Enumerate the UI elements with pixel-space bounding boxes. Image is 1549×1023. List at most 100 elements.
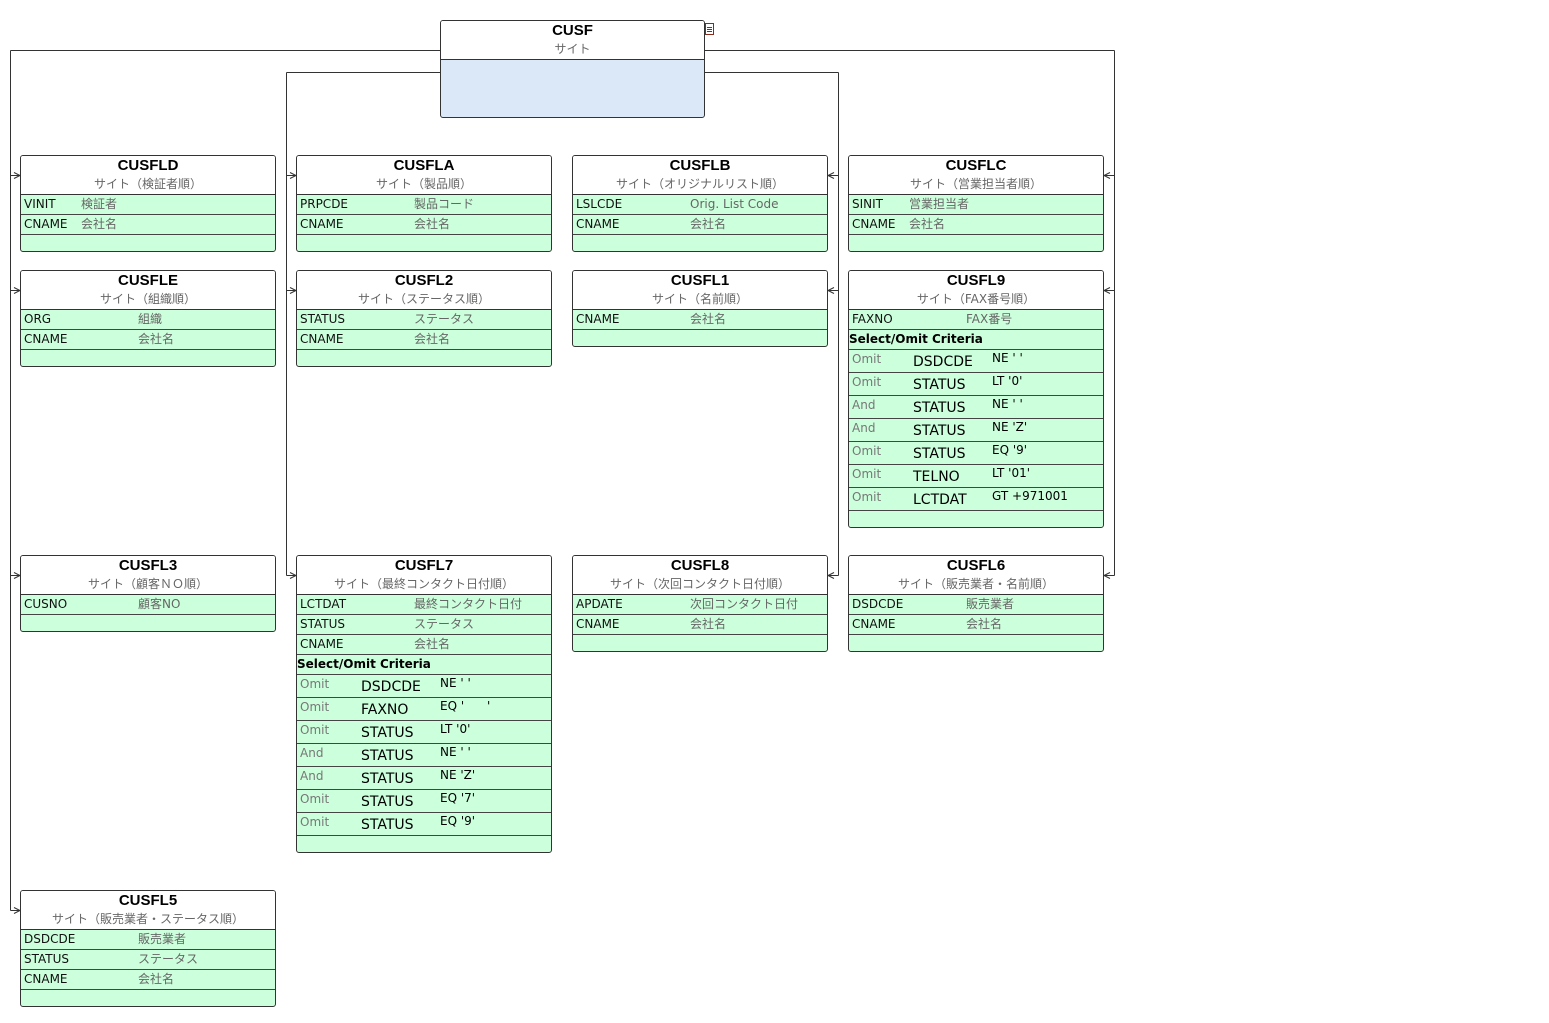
table-description: サイト（FAX番号順）: [916, 292, 1036, 306]
arrow-head-icon: [826, 172, 835, 179]
field-name: CNAME: [576, 217, 620, 231]
field-description: 最終コンタクト日付: [414, 597, 523, 611]
field-name: SINIT: [852, 197, 884, 211]
field-name: STATUS: [24, 952, 70, 966]
field-name: FAXNO: [852, 312, 893, 326]
table-name: CUSFLB: [669, 157, 731, 174]
field-description: 会社名: [966, 617, 1003, 631]
field-name: PRPCDE: [300, 197, 349, 211]
field-row[interactable]: DSDCDE 販売業者: [849, 595, 1103, 615]
table-description: サイト: [554, 42, 591, 56]
select-omit-header: Select/Omit Criteria: [297, 655, 551, 675]
field-description: 会社名: [414, 637, 451, 651]
field-name: ORG: [24, 312, 52, 326]
criteria-comparison: NE ' ': [440, 745, 471, 759]
select-omit-header: Select/Omit Criteria: [849, 330, 1103, 350]
field-name: LSLCDE: [576, 197, 623, 211]
field-name: CNAME: [576, 312, 620, 326]
arrow-head-icon: [826, 287, 835, 294]
field-description: 販売業者: [966, 597, 1015, 611]
physical-file-cusf[interactable]: CUSF サイト: [440, 20, 705, 118]
criteria-comparison: NE 'Z': [992, 420, 1028, 434]
table-name: CUSFL7: [394, 557, 454, 574]
table-name: CUSFL2: [394, 272, 454, 289]
criteria-operator: Omit: [852, 352, 882, 366]
table-name: CUSFLC: [945, 157, 1007, 174]
field-description: 会社名: [138, 972, 175, 986]
criteria-comparison: EQ ' ': [440, 699, 491, 713]
criteria-field: STATUS: [913, 377, 966, 393]
criteria-comparison: GT +971001: [992, 489, 1068, 503]
field-name: DSDCDE: [852, 597, 904, 611]
field-name: CNAME: [852, 217, 896, 231]
criteria-field: STATUS: [913, 423, 966, 439]
field-name: CNAME: [576, 617, 620, 631]
field-name: CNAME: [24, 332, 68, 346]
field-name: VINIT: [24, 197, 56, 211]
criteria-row[interactable]: And STATUS NE 'Z': [849, 419, 1103, 442]
criteria-operator: And: [852, 421, 876, 435]
criteria-operator: And: [852, 398, 876, 412]
field-description: 会社名: [81, 217, 118, 231]
criteria-field: DSDCDE: [361, 679, 421, 695]
table-description: サイト（最終コンタクト日付順）: [333, 577, 514, 591]
note-document-icon[interactable]: [705, 23, 714, 35]
arrow-head-icon: [1102, 172, 1111, 179]
